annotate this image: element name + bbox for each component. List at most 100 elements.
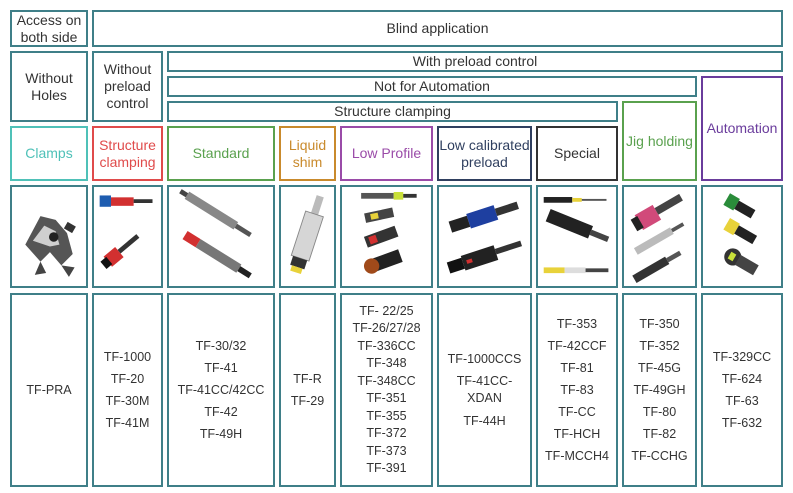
category-label: Low calibrated preload [439, 136, 530, 170]
model-item: TF-372 [366, 426, 407, 440]
model-item: TF-41 [204, 361, 238, 375]
category-label: Jig holding [626, 132, 693, 149]
structure-clamp-image-cell [92, 185, 163, 288]
standard-fastener-icon [179, 189, 252, 279]
category-label: Automation [706, 120, 778, 136]
not-automation-text: Not for Automation [374, 78, 490, 94]
model-item: TF-353 [556, 317, 598, 331]
low-preload-icon [446, 201, 523, 274]
model-item: TF-49GH [633, 383, 686, 397]
model-item: TF-350 [639, 317, 680, 331]
model-item: TF-624 [721, 372, 763, 386]
jig-holding-image-cell [622, 185, 697, 288]
model-item: TF-MCCH4 [545, 449, 609, 463]
clamp-tool-icon [25, 216, 76, 277]
model-item: TF-632 [721, 416, 763, 430]
models-special: TF-353 TF-42CCF TF-81 TF-83 TF-CC TF-HCH… [536, 293, 618, 487]
models-jig-holding: TF-350 TF-352 TF-45G TF-49GH TF-80 TF-82… [622, 293, 697, 487]
model-item: TF-45G [637, 361, 682, 375]
models-low-profile: TF- 22/25 TF-26/27/28 TF-336CC TF-348 TF… [340, 293, 433, 487]
model-item: TF-373 [366, 443, 407, 458]
models-automation: TF-329CC TF-624 TF-63 TF-632 [701, 293, 783, 487]
model-item: TF-49H [199, 427, 243, 441]
category-low-calibrated-preload: Low calibrated preload [437, 126, 532, 181]
automation-image-cell [701, 185, 783, 288]
standard-image-cell [167, 185, 275, 288]
model-item: TF-329CC [712, 350, 772, 364]
access-both-sides-header: Access on both side [10, 10, 88, 47]
model-item: TF-CC [558, 405, 596, 419]
with-preload-header: With preload control [167, 51, 783, 72]
without-preload-text: Without preload control [103, 61, 152, 111]
model-item: TF-336CC [357, 338, 416, 353]
low-profile-icon [361, 192, 417, 274]
model-item: TF-HCH [553, 427, 601, 441]
without-preload-header: Without preload control [92, 51, 163, 122]
model-item: TF-R [293, 372, 322, 386]
category-label: Standard [192, 145, 250, 161]
category-liquid-shim: Liquid shim [279, 126, 336, 181]
model-item: TF-CCHG [631, 449, 688, 463]
category-label: Special [554, 145, 600, 161]
category-label: Structure clamping [99, 136, 156, 170]
model-item: TF- 22/25 [359, 303, 414, 318]
model-item: TF-42 [204, 405, 238, 419]
low-profile-image-cell [340, 185, 433, 288]
not-automation-header: Not for Automation [167, 76, 697, 97]
model-item: TF-41CC-XDAN [456, 374, 513, 405]
model-item: TF-26/27/28 [352, 321, 421, 335]
blind-application-header: Blind application [92, 10, 783, 47]
category-label: Liquid shim [288, 136, 327, 170]
automation-fastener-icon [723, 193, 759, 276]
special-image-cell [536, 185, 618, 288]
model-item: TF-391 [366, 461, 407, 475]
model-item: TF-41CC/42CC [177, 383, 265, 397]
clamp-image-cell [10, 185, 88, 288]
model-item: TF-82 [642, 427, 677, 441]
jig-holding-icon [630, 193, 685, 283]
category-low-profile: Low Profile [340, 126, 433, 181]
model-item: TF-348 [366, 356, 407, 370]
models-clamps: TF-PRA [10, 293, 88, 487]
low-preload-image-cell [437, 185, 532, 288]
blind-application-text: Blind application [386, 20, 489, 36]
models-structure-clamping: TF-1000 TF-20 TF-30M TF-41M [92, 293, 163, 487]
model-item: TF-29 [290, 394, 325, 408]
liquid-shim-icon [290, 195, 324, 275]
category-structure-clamping: Structure clamping [92, 126, 163, 181]
model-item: TF-63 [725, 394, 759, 408]
model-item: TF-1000 [103, 350, 152, 364]
category-special: Special [536, 126, 618, 181]
model-item: TF-42CCF [547, 339, 607, 353]
model-item: TF-PRA [26, 383, 72, 397]
structure-clamping-header: Structure clamping [167, 101, 618, 122]
models-low-calibrated-preload: TF-1000CCS TF-41CC-XDAN TF-44H [437, 293, 532, 487]
models-liquid-shim: TF-R TF-29 [279, 293, 336, 487]
models-standard: TF-30/32 TF-41 TF-41CC/42CC TF-42 TF-49H [167, 293, 275, 487]
model-item: TF-20 [110, 372, 145, 386]
category-clamps: Clamps [10, 126, 88, 181]
category-label: Low Profile [351, 145, 422, 161]
model-item: TF-352 [639, 339, 680, 353]
model-item: TF-348CC [357, 373, 416, 388]
liquid-shim-image-cell [279, 185, 336, 288]
category-jig-holding: Jig holding [622, 101, 697, 181]
model-item: TF-81 [560, 361, 594, 375]
with-preload-text: With preload control [412, 53, 538, 69]
model-item: TF-41M [105, 416, 150, 430]
without-holes-header: Without Holes [10, 51, 88, 122]
model-item: TF-80 [642, 405, 677, 419]
structure-clamping-text: Structure clamping [334, 103, 451, 119]
category-automation: Automation [701, 76, 783, 181]
model-item: TF-44H [463, 414, 506, 428]
special-fastener-icon [543, 197, 610, 274]
model-item: TF-1000CCS [447, 352, 522, 366]
without-holes-text: Without Holes [25, 69, 73, 103]
category-standard: Standard [167, 126, 275, 181]
model-item: TF-355 [366, 408, 407, 423]
model-item: TF-351 [366, 391, 407, 405]
category-label: Clamps [25, 145, 73, 161]
structure-clamp-icon [99, 195, 153, 269]
access-both-sides-text: Access on both side [16, 11, 82, 45]
model-item: TF-30M [105, 394, 150, 408]
